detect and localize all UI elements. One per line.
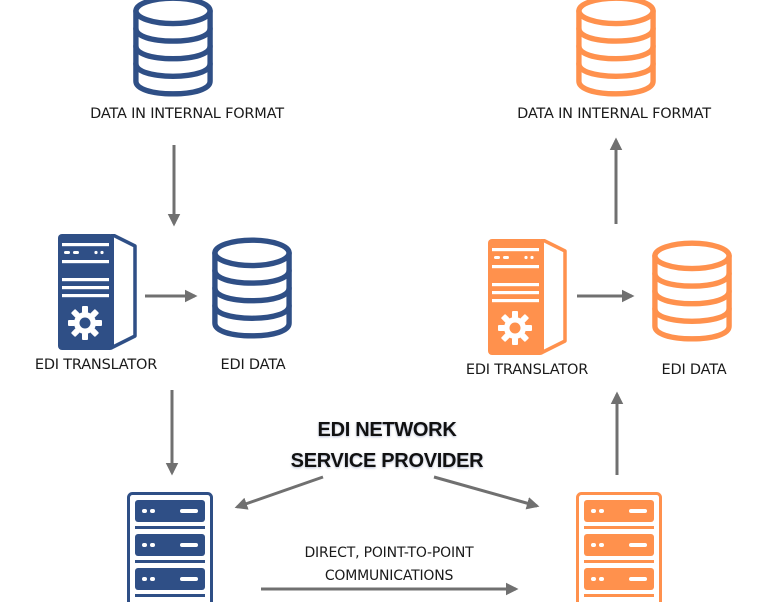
left-internal-database-icon xyxy=(132,0,214,98)
provider-line-1: EDI NETWORK xyxy=(317,419,457,441)
arrow-provider-to-left-server xyxy=(234,475,324,510)
arrow-provider-to-right-server xyxy=(433,475,540,510)
direct-communications-label: DIRECT, POINT-TO-POINT COMMUNICATIONS xyxy=(304,542,473,588)
provider-line-2: SERVICE PROVIDER xyxy=(290,450,484,472)
left-edi-data-icon xyxy=(211,236,293,340)
right-edi-data-icon xyxy=(651,239,733,343)
edi-network-service-provider-label: EDI NETWORK SERVICE PROVIDER xyxy=(291,415,484,477)
right-edi-translator-label: EDI TRANSLATOR xyxy=(465,362,589,378)
right-internal-data-label: DATA IN INTERNAL FORMAT xyxy=(517,106,711,122)
left-edi-data-label: EDI DATA xyxy=(220,357,286,373)
left-edi-translator-icon xyxy=(57,234,137,350)
right-internal-database-icon xyxy=(575,0,657,98)
left-edi-translator-label: EDI TRANSLATOR xyxy=(34,357,158,373)
direct-line-1: DIRECT, POINT-TO-POINT xyxy=(304,545,474,561)
right-comm-server-icon xyxy=(576,492,662,602)
direct-line-2: COMMUNICATIONS xyxy=(324,568,454,584)
left-comm-server-icon xyxy=(127,492,213,602)
left-internal-data-label: DATA IN INTERNAL FORMAT xyxy=(90,106,284,122)
right-edi-translator-icon xyxy=(487,239,567,355)
right-edi-data-label: EDI DATA xyxy=(661,362,727,378)
